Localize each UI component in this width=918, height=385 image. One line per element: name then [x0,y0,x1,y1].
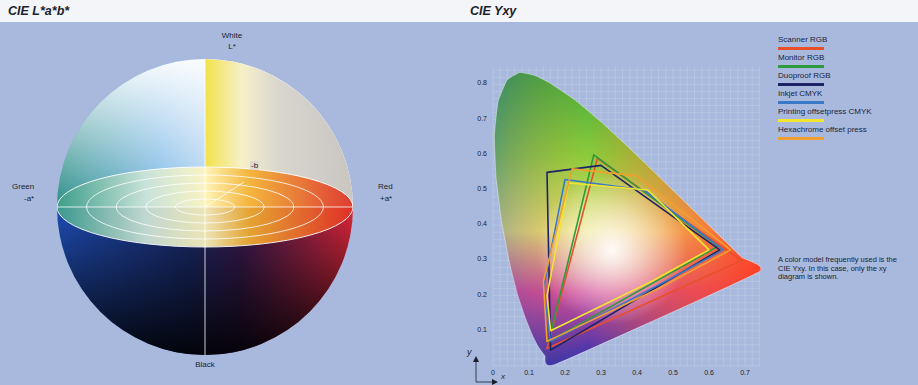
legend-label: Hexachrome offset press [778,126,867,135]
axis-label: x [501,372,505,381]
gamut-outline [543,179,723,341]
legend-label: Scanner RGB [778,36,827,45]
tick-label: 0.5 [477,185,487,193]
tick-label: 0.1 [477,326,487,334]
legend-swatch [778,101,824,104]
spectral-locus [493,63,773,373]
tick-label: 0.4 [632,369,642,377]
legend-label: Duoproof RGB [778,72,830,81]
panel-title: CIE Yxy [470,4,516,18]
tick-label: 0.7 [740,369,750,377]
gamut-outline [547,165,720,350]
legend-swatch [778,65,824,68]
axis-name: +a* [380,194,392,203]
legend-entry: Monitor RGB [778,54,824,68]
title-band [0,0,918,22]
legend-entry: Printing offsetpress CMYK [778,108,872,122]
note-text: A color model frequently used is the CIE… [778,256,910,282]
tick-label: 0.5 [668,369,678,377]
legend-label: Inkjet CMYK [778,90,824,99]
gamut-outline [543,169,730,341]
legend-swatch [778,119,824,122]
legend-entry: Scanner RGB [778,36,827,50]
axis-name: Red [378,182,393,191]
lab-sphere [57,59,353,355]
legend-entry: Hexachrome offset press [778,126,867,140]
gamut-outline [547,183,709,331]
tick-label: 0.6 [477,150,487,158]
tick-label: 0.7 [477,115,487,123]
tick-label: 0.1 [524,369,534,377]
legend-entry: Duoproof RGB [778,72,830,86]
axis-name: -a* [24,194,34,203]
legend-swatch [778,47,824,50]
chromaticity-chart [493,63,773,373]
tick-label: 0.6 [704,369,714,377]
locus-outline [494,72,761,365]
panel-title: CIE L*a*b* [8,4,69,18]
tick-label: 0.8 [477,79,487,87]
tick-label: 0.4 [477,220,487,228]
tick-label: 0 [491,369,495,377]
tick-label: 0.2 [477,291,487,299]
axis-name: -b [250,161,259,170]
tick-label: 0.3 [477,255,487,263]
legend-swatch [778,137,824,140]
gamut-outline [547,158,741,348]
axis-name: Green [12,182,34,191]
legend-label: Printing offsetpress CMYK [778,108,872,117]
axis-label: y [467,347,472,357]
axis-name: L* [228,42,236,51]
tick-label: 0.3 [596,369,606,377]
axis-name: Black [195,360,215,369]
axis-name: White [222,31,242,40]
legend-label: Monitor RGB [778,54,824,63]
tick-label: 0.2 [560,369,570,377]
legend-swatch [778,83,824,86]
legend-entry: Inkjet CMYK [778,90,824,104]
axis-arrows [473,356,498,385]
